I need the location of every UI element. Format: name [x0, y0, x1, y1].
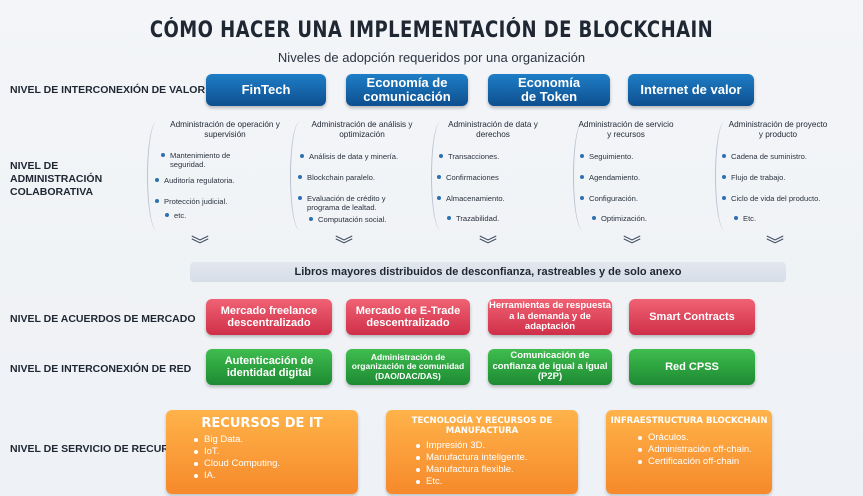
admin-bullet: Mantenimiento de seguridad.: [161, 151, 265, 169]
admin-bullet: Transacciones.: [439, 152, 499, 161]
admin-bullet: Configuración.: [580, 194, 638, 203]
red-pill-dao: Administración de organización de comuni…: [346, 349, 470, 385]
admin-column-head: Administración de data y derechos: [448, 120, 538, 139]
admin-column-head: Administración de análisis y optimizació…: [311, 120, 413, 139]
recursos-item: Cloud Computing.: [192, 458, 358, 470]
admin-column-data: Administración de data y derechos Transa…: [433, 120, 563, 223]
admin-bullet: Agendamiento.: [580, 173, 640, 182]
mercado-pill-etrade: Mercado de E-Trade descentralizado: [346, 299, 470, 335]
bracket-curve: [290, 122, 309, 230]
row-label-red: NIVEL DE INTERCONEXIÓN DE RED: [10, 363, 192, 375]
admin-bullet: Seguimiento.: [580, 152, 633, 161]
row-label-admin: NIVEL DE ADMINISTRACIÓN COLABORATIVA: [10, 160, 103, 198]
admin-bullet: Almacenamiento.: [437, 194, 505, 203]
ledger-bar: Libros mayores distribuidos de desconfia…: [190, 262, 786, 282]
red-pill-p2p: Comunicación de confianza de igual a igu…: [488, 349, 612, 385]
recursos-item: Manufactura flexible.: [414, 464, 578, 476]
recursos-item: Etc.: [414, 476, 578, 488]
valor-pill-comunicacion: Economía de comunicación: [346, 74, 468, 106]
red-pill-autenticacion: Autenticación de identidad digital: [206, 349, 332, 385]
admin-bullet: Blockchain paralelo.: [298, 173, 375, 182]
admin-column-head: Administración de proyecto y producto: [728, 120, 828, 139]
recursos-item: Administración off-chain.: [636, 444, 772, 456]
admin-bullet: Cadena de suministro.: [722, 152, 807, 161]
admin-bullet: Confirmaciones: [437, 173, 499, 182]
recursos-item: Big Data.: [192, 434, 358, 446]
row-label-mercado: NIVEL DE ACUERDOS DE MERCADO: [10, 313, 196, 325]
admin-bullet: etc.: [165, 211, 186, 220]
row-label-recursos: NIVEL DE SERVICIO DE RECURSOS: [10, 443, 192, 455]
mercado-pill-smart-contracts: Smart Contracts: [629, 299, 755, 335]
recursos-title: TECNOLOGÍA Y RECURSOS DE MANUFACTURA: [411, 416, 553, 436]
recursos-box-it: RECURSOS DE IT Big Data. IoT. Cloud Comp…: [166, 410, 358, 494]
bracket-curve: [715, 122, 734, 230]
admin-bullet: Trazabilidad.: [447, 214, 499, 223]
recursos-title: RECURSOS DE IT: [201, 416, 323, 431]
admin-bullet: Etc.: [734, 214, 756, 223]
admin-column-operacion: Administración de operación y supervisió…: [150, 120, 280, 220]
chevron-down-icon: ︾: [623, 235, 641, 255]
valor-pill-token: Economía de Token: [488, 74, 610, 106]
recursos-item: Impresión 3D.: [414, 440, 578, 452]
chevron-down-icon: ︾: [479, 235, 497, 255]
admin-bullet: Flujo de trabajo.: [722, 173, 785, 182]
page-subtitle: Niveles de adopción requeridos por una o…: [277, 50, 586, 65]
recursos-item: Oráculos.: [636, 432, 772, 444]
valor-pill-fintech: FinTech: [206, 74, 326, 106]
recursos-box-manufactura: TECNOLOGÍA Y RECURSOS DE MANUFACTURA Imp…: [386, 410, 578, 494]
admin-column-analisis: Administración de análisis y optimizació…: [292, 120, 422, 224]
recursos-item: Certificación off-chain: [636, 456, 772, 468]
admin-column-head: Administración de servicio y recursos: [578, 120, 674, 139]
chevron-down-icon: ︾: [766, 235, 784, 255]
mercado-pill-herramientas: Herramientas de respuesta a la demanda y…: [488, 299, 612, 335]
bracket-curve: [147, 122, 166, 230]
admin-column-head: Administración de operación y supervisió…: [170, 120, 280, 139]
valor-pill-internet: Internet de valor: [628, 74, 754, 106]
admin-bullet: Ciclo de vida del producto.: [722, 194, 821, 203]
admin-bullet: Computación social.: [309, 215, 386, 224]
chevron-down-icon: ︾: [191, 235, 209, 255]
admin-bullet: Auditoría regulatoria.: [155, 176, 235, 185]
bracket-curve: [431, 122, 450, 230]
admin-bullet: Evaluación de crédito y programa de leal…: [298, 194, 407, 212]
admin-bullet: Protección judicial.: [155, 197, 227, 206]
bracket-curve: [573, 122, 592, 230]
admin-bullet: Análisis de data y minería.: [300, 152, 398, 161]
page-title: CÓMO HACER UNA IMPLEMENTACIÓN DE BLOCKCH…: [149, 18, 714, 43]
recursos-title: INFRAESTRUCTURA BLOCKCHAIN: [610, 416, 768, 426]
chevron-down-icon: ︾: [335, 235, 353, 255]
admin-bullet: Optimización.: [592, 214, 647, 223]
recursos-item: Manufactura inteligente.: [414, 452, 578, 464]
mercado-pill-freelance: Mercado freelance descentralizado: [206, 299, 332, 335]
recursos-box-blockchain: INFRAESTRUCTURA BLOCKCHAIN Oráculos. Adm…: [606, 410, 772, 494]
recursos-item: IoT.: [192, 446, 358, 458]
row-label-valor: NIVEL DE INTERCONEXIÓN DE VALOR: [10, 84, 206, 96]
admin-column-servicio: Administración de servicio y recursos Se…: [576, 120, 706, 223]
admin-column-proyecto: Administración de proyecto y producto Ca…: [718, 120, 848, 223]
red-pill-cpss: Red CPSS: [629, 349, 755, 385]
recursos-item: IA.: [192, 470, 358, 482]
